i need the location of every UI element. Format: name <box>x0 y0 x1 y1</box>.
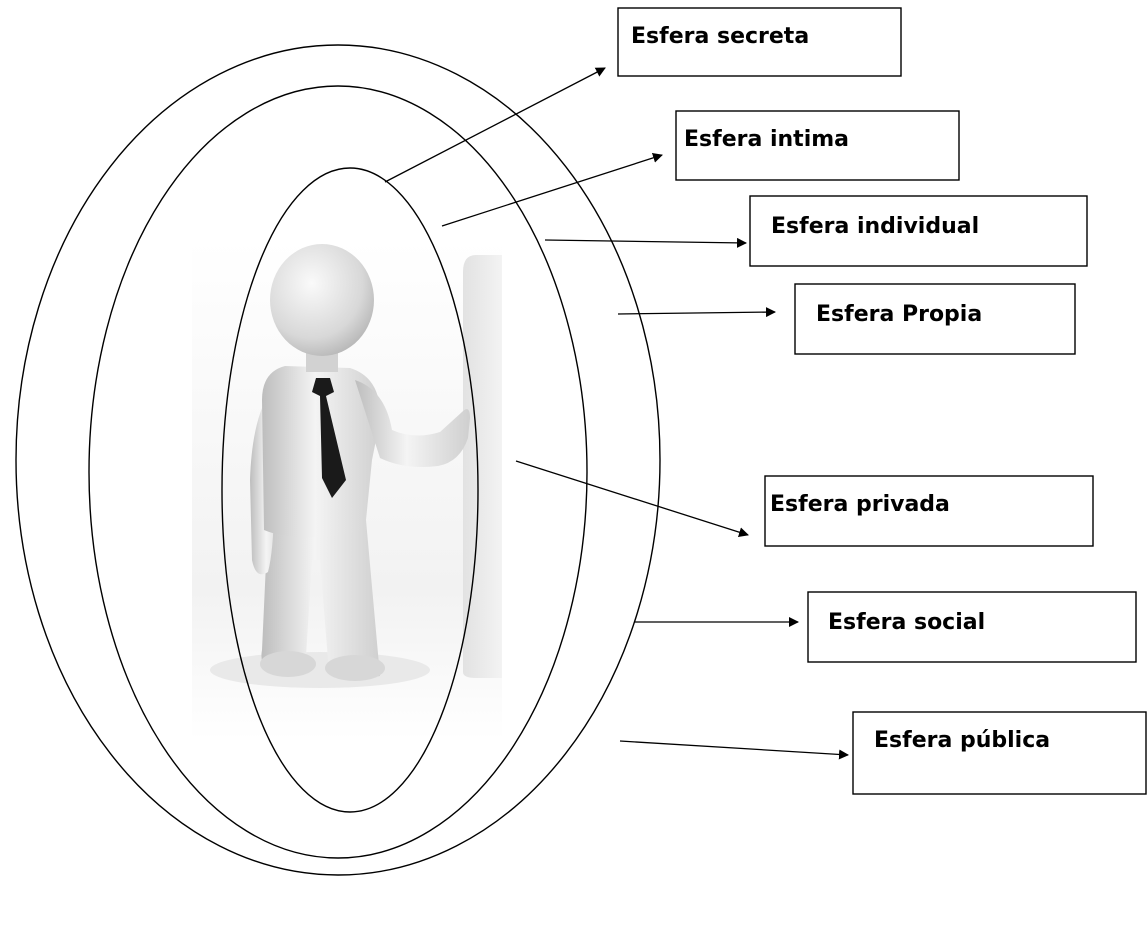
esfera-publica-ring <box>15 44 661 876</box>
label-intima: Esfera intima <box>684 127 849 152</box>
label-propia: Esfera Propia <box>816 302 982 327</box>
arrow-publica <box>619 740 849 760</box>
label-box-propia: Esfera Propia <box>794 283 1076 355</box>
label-box-intima: Esfera intima <box>675 110 960 181</box>
label-publica: Esfera pública <box>874 728 1050 753</box>
label-individual: Esfera individual <box>771 214 979 239</box>
esfera-secreta-ring <box>221 167 479 813</box>
label-box-privada: Esfera privada <box>764 475 1094 547</box>
arrow-individual <box>544 237 747 248</box>
label-box-publica: Esfera pública <box>852 711 1147 795</box>
label-privada: Esfera privada <box>770 492 950 517</box>
label-box-secreta: Esfera secreta <box>617 7 902 77</box>
arrow-privada <box>515 460 749 538</box>
label-box-individual: Esfera individual <box>749 195 1088 267</box>
esfera-social-ring <box>88 85 588 859</box>
label-box-social: Esfera social <box>807 591 1137 663</box>
arrow-propia <box>617 307 776 318</box>
label-secreta: Esfera secreta <box>631 24 809 49</box>
businessman-figure-icon <box>192 240 502 740</box>
arrow-intima <box>441 153 663 227</box>
label-social: Esfera social <box>828 610 985 635</box>
arrow-secreta <box>384 67 606 183</box>
